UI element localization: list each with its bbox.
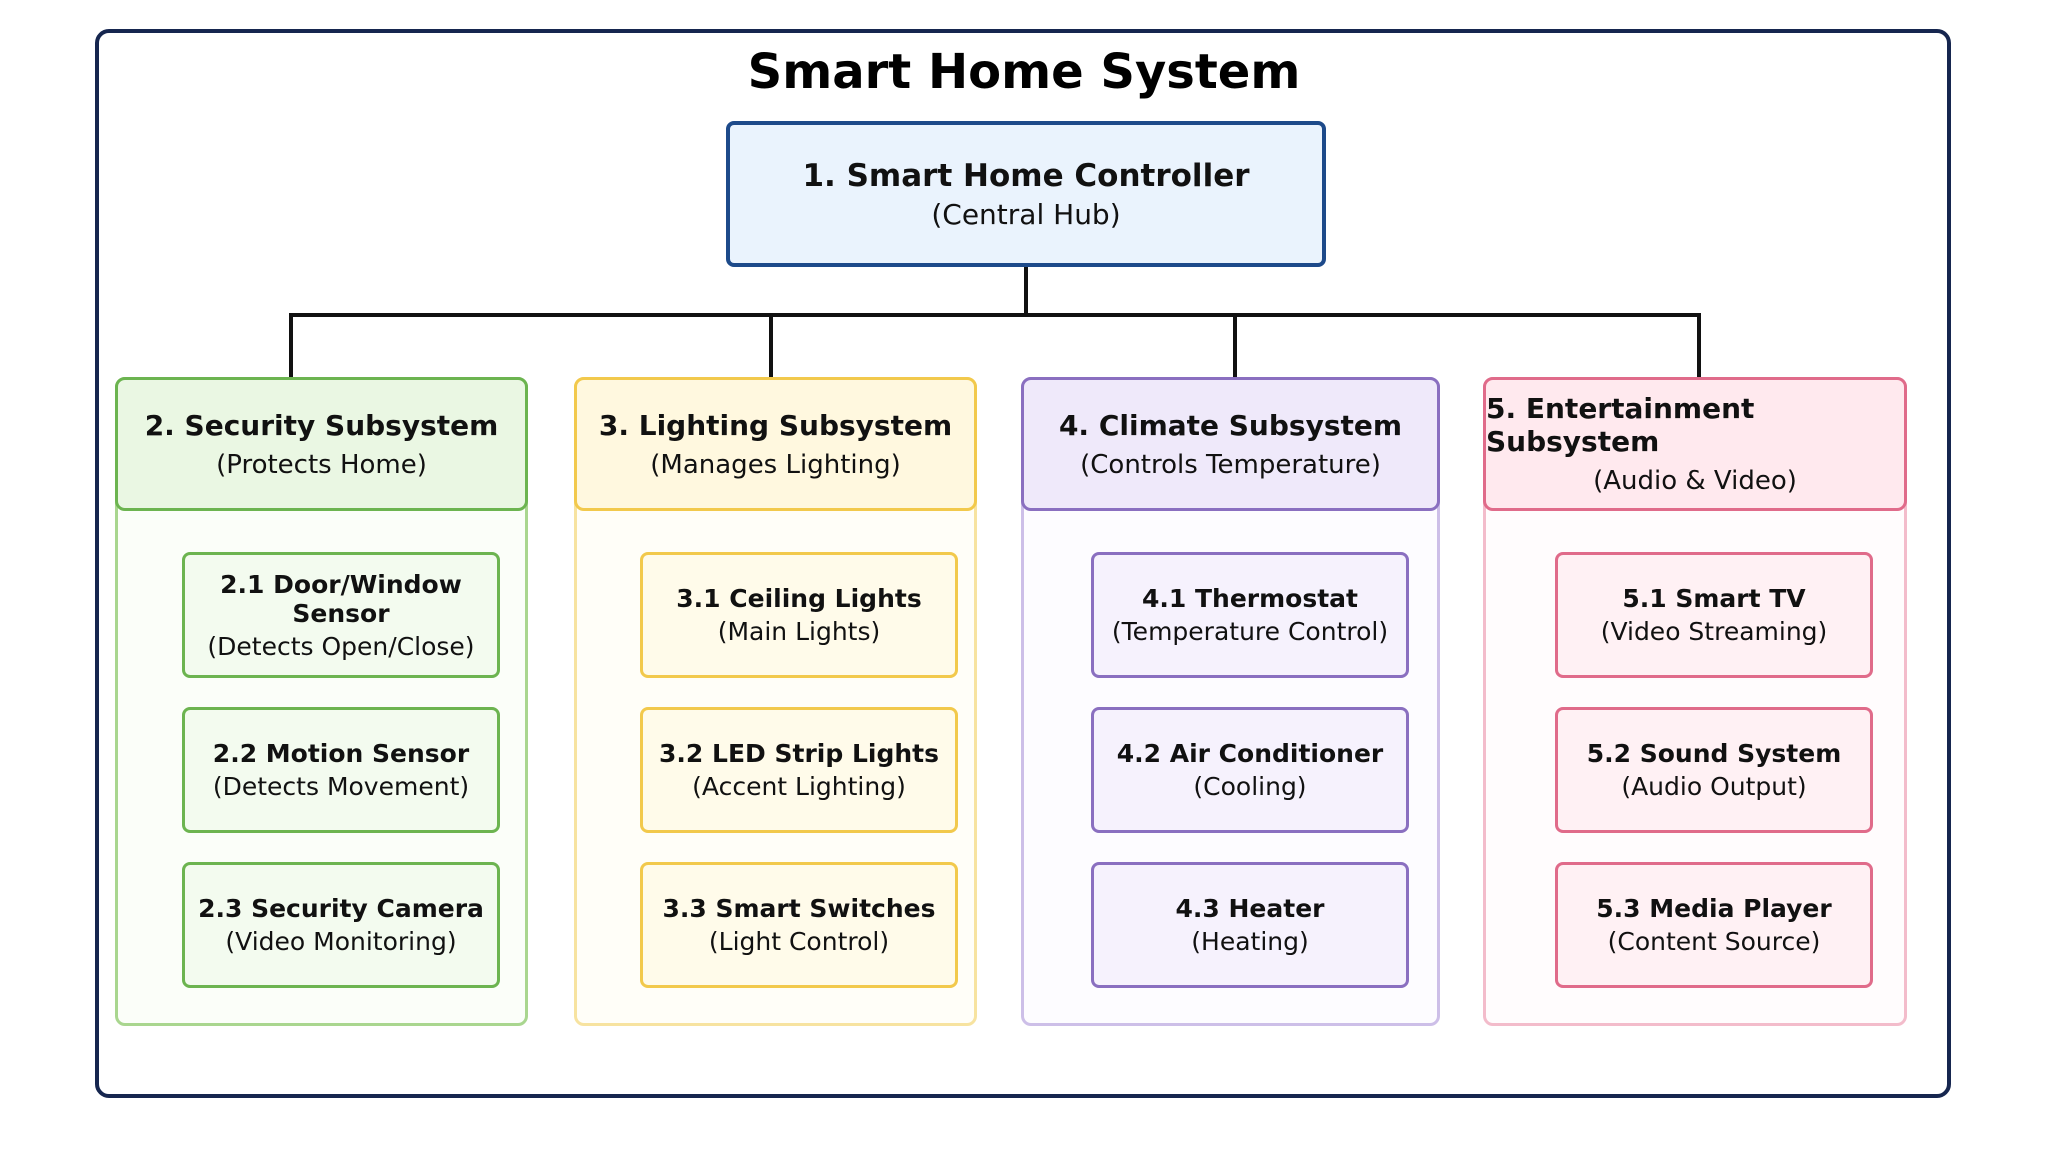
diagram-title: Smart Home System [747, 44, 1301, 100]
child-name: 3.2 LED Strip Lights [659, 739, 939, 768]
child-desc: (Video Monitoring) [225, 927, 457, 956]
lighting-subsystem-name: 3. Lighting Subsystem [598, 408, 953, 442]
entertainment-subsystem-name: 5. Entertainment Subsystem [1486, 392, 1755, 458]
entertainment-child-3: 5.3 Media Player (Content Source) [1555, 862, 1873, 988]
climate-subsystem-node: 4. Climate Subsystem (Controls Temperatu… [1021, 377, 1440, 511]
child-desc: (Heating) [1191, 927, 1309, 956]
lighting-child-3: 3.3 Smart Switches (Light Control) [640, 862, 958, 988]
child-desc: (Accent Lighting) [692, 772, 906, 801]
climate-subsystem-name: 4. Climate Subsystem [1058, 408, 1403, 442]
entertainment-child-2: 5.2 Sound System (Audio Output) [1555, 707, 1873, 833]
security-child-1: 2.1 Door/Window Sensor (Detects Open/Clo… [182, 552, 500, 678]
climate-subsystem-desc: (Controls Temperature) [1080, 449, 1381, 480]
child-name: 3.1 Ceiling Lights [676, 584, 922, 613]
child-name: 2.3 Security Camera [198, 894, 484, 923]
lighting-child-1: 3.1 Ceiling Lights (Main Lights) [640, 552, 958, 678]
child-desc: (Main Lights) [717, 617, 881, 646]
child-desc: (Content Source) [1607, 927, 1821, 956]
lighting-subsystem-desc: (Manages Lighting) [650, 449, 901, 480]
child-name: 5.3 Media Player [1596, 894, 1832, 923]
child-name: 5.1 Smart TV [1622, 584, 1806, 613]
lighting-subsystem-node: 3. Lighting Subsystem (Manages Lighting) [574, 377, 977, 511]
security-child-3: 2.3 Security Camera (Video Monitoring) [182, 862, 500, 988]
security-child-2: 2.2 Motion Sensor (Detects Movement) [182, 707, 500, 833]
entertainment-subsystem-node: 5. Entertainment Subsystem (Audio & Vide… [1483, 377, 1907, 511]
child-name: 4.3 Heater [1175, 894, 1325, 923]
security-subsystem-name: 2. Security Subsystem [144, 408, 499, 442]
entertainment-subsystem-desc: (Audio & Video) [1593, 466, 1797, 496]
root-node-name: 1. Smart Home Controller [802, 157, 1250, 194]
climate-child-3: 4.3 Heater (Heating) [1091, 862, 1409, 988]
child-desc: (Video Streaming) [1600, 617, 1828, 646]
child-name: 5.2 Sound System [1586, 739, 1842, 768]
security-subsystem-node: 2. Security Subsystem (Protects Home) [115, 377, 528, 511]
child-desc: (Detects Open/Close) [207, 631, 475, 661]
child-desc: (Detects Movement) [212, 772, 470, 801]
child-name: 3.3 Smart Switches [662, 894, 936, 923]
child-desc: (Light Control) [708, 927, 890, 956]
security-subsystem-desc: (Protects Home) [216, 449, 427, 480]
child-name: 4.1 Thermostat [1141, 584, 1358, 613]
child-desc: (Cooling) [1193, 772, 1307, 801]
lighting-child-2: 3.2 LED Strip Lights (Accent Lighting) [640, 707, 958, 833]
child-desc: (Audio Output) [1621, 772, 1807, 801]
child-name: 2.2 Motion Sensor [212, 739, 470, 768]
child-name: 4.2 Air Conditioner [1116, 739, 1384, 768]
root-node: 1. Smart Home Controller (Central Hub) [726, 121, 1326, 267]
diagram-frame [95, 29, 1951, 1098]
climate-child-1: 4.1 Thermostat (Temperature Control) [1091, 552, 1409, 678]
child-name: 2.1 Door/Window Sensor [220, 569, 462, 628]
climate-child-2: 4.2 Air Conditioner (Cooling) [1091, 707, 1409, 833]
entertainment-child-1: 5.1 Smart TV (Video Streaming) [1555, 552, 1873, 678]
root-node-desc: (Central Hub) [931, 197, 1121, 231]
child-desc: (Temperature Control) [1111, 617, 1389, 646]
